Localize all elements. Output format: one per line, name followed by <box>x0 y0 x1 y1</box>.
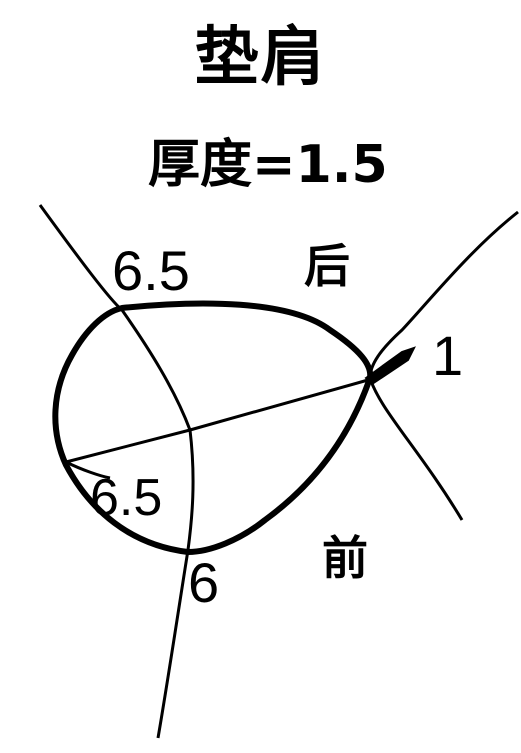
inner-line-center-right <box>189 378 369 432</box>
front-bottom-value: 6 <box>188 551 219 614</box>
shoulder-tip-marker <box>364 346 416 386</box>
shoulder-tip-value: 1 <box>432 324 463 387</box>
left-hatch <box>65 460 111 480</box>
back-shoulder-value: 6.5 <box>112 239 190 302</box>
guide-line-right <box>368 210 519 521</box>
thickness-label: 厚度=1.5 <box>148 135 388 195</box>
inner-value: 6.5 <box>90 469 162 527</box>
front-label: 前 <box>322 531 368 585</box>
back-label: 后 <box>304 239 350 293</box>
pad-outline <box>52 300 374 555</box>
diagram-title: 垫肩 <box>194 21 327 95</box>
inner-line-center-left <box>65 428 191 464</box>
